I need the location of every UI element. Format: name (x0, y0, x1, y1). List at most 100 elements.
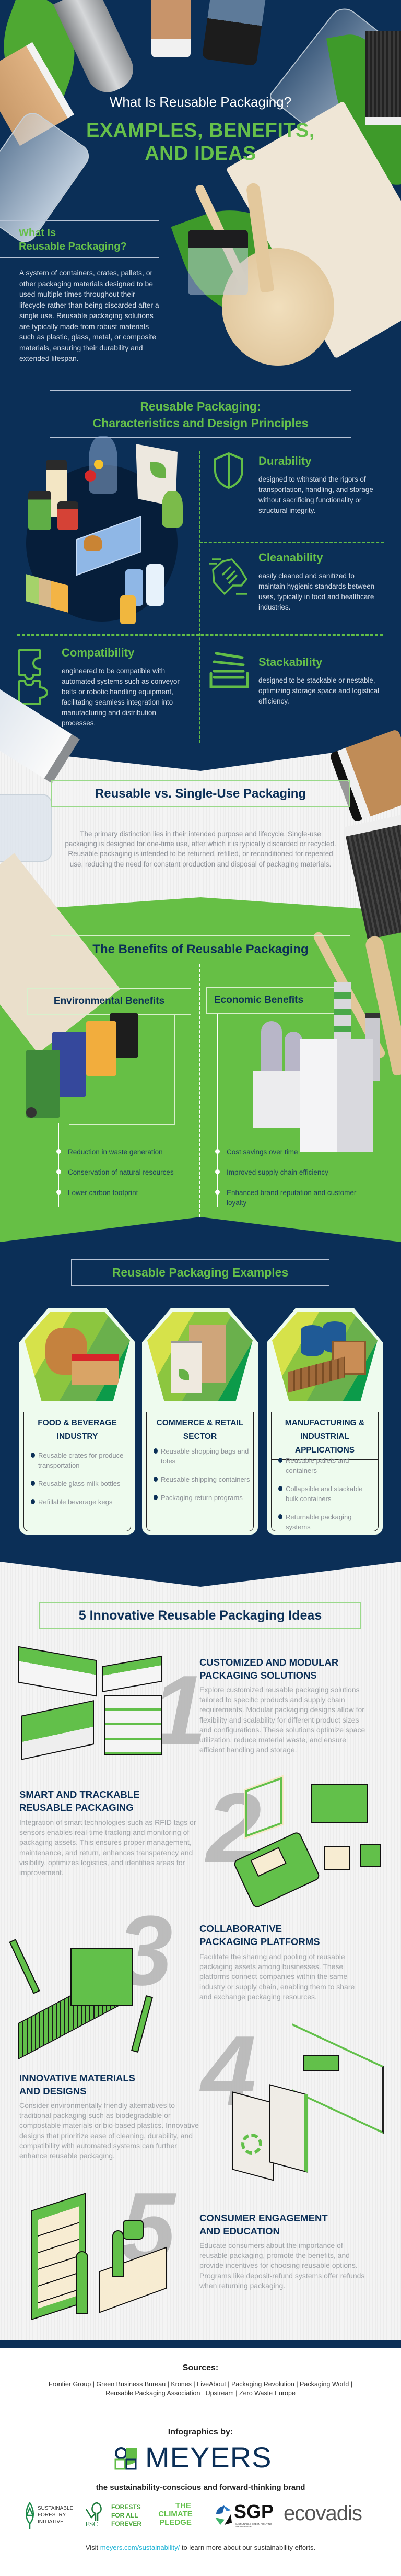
ecovadis-logo: ecovadis (284, 2502, 362, 2525)
shield-icon (214, 452, 243, 489)
comparison-body: The primary distinction lies in their in… (65, 830, 336, 868)
idea-title-line2: and Education (199, 2226, 280, 2237)
sources-line1: Frontier Group | Green Business Bureau |… (48, 2381, 353, 2388)
idea-title-line1: Customized and Modular (199, 1657, 339, 1668)
intro-heading-line1: What Is (19, 227, 56, 239)
sgp-text: SUSTAINABLE GREEN PRINTING PARTNERSHIP (235, 2523, 272, 2528)
ideas-title: 5 Innovative Reusable Packaging Ideas (78, 1608, 322, 1623)
rfid-scanner-illustration (219, 1775, 386, 1909)
characteristic-body-stackability: designed to be stackable or nestable, op… (258, 676, 380, 705)
intro-body: A system of containers, crates, pallets,… (19, 268, 159, 362)
economic-benefit-item: Enhanced brand reputation and customer l… (215, 1188, 374, 1208)
fsc-tree-icon (85, 2502, 102, 2521)
example-list: Reusable pallets and containers Collapsi… (278, 1456, 375, 1540)
example-item: Collapsible and stackable bulk container… (278, 1484, 375, 1504)
sfi-text: INITIATIVE (38, 2519, 64, 2525)
characteristic-title-durability: Durability (258, 454, 312, 467)
example-card-food-beverage: FOOD & BEVERAGE INDUSTRY Reusable crates… (19, 1308, 135, 1535)
idea-title: Customized and ModularPackaging Solution… (199, 1656, 338, 1682)
characteristic-body-cleanability: easily cleaned and sanitized to maintain… (258, 572, 375, 611)
characteristic-body-durability: designed to withstand the rigors of tran… (258, 475, 373, 514)
idea-body: Facilitate the sharing and pooling of re… (199, 1952, 355, 2001)
visit-line: Visit meyers.com/sustainability/ to lear… (0, 2544, 401, 2551)
benefits-divider (199, 964, 200, 1217)
example-card-commerce-retail: COMMERCE & RETAIL SECTOR Reusable shoppi… (142, 1308, 258, 1535)
example-item: Reusable glass milk bottles (31, 1479, 128, 1489)
hero-title-line2: AND IDEAS (145, 143, 256, 165)
environmental-bullet-line (58, 1123, 59, 1207)
characteristics-title-box: Reusable Packaging: Characteristics and … (50, 390, 351, 438)
small-jar-illustration (188, 230, 248, 295)
shopping-bags-illustration (147, 1312, 253, 1401)
environmental-benefits-box: Environmental Benefits (27, 988, 191, 1015)
characteristics-title-line1: Reusable Packaging: (140, 400, 261, 413)
idea-title-line2: Packaging Platforms (199, 1936, 320, 1947)
modular-crates-illustration (18, 1646, 164, 1760)
economic-benefit-item: Cost savings over time (215, 1147, 374, 1157)
sfi-text: SUSTAINABLE (38, 2505, 74, 2511)
black-cup-illustration (365, 31, 401, 125)
meyers-logo[interactable]: MEYERS (114, 2442, 286, 2473)
fsc-text: FOR ALL (111, 2512, 138, 2519)
idea-title: Consumer Engagement and Education (199, 2211, 328, 2238)
hand-wipe-icon (209, 558, 247, 595)
clip-jar-illustration (0, 794, 52, 862)
characteristics-title-line2: Characteristics and Design Principles (92, 416, 309, 430)
tagline: the sustainability-conscious and forward… (96, 2483, 305, 2492)
environmental-benefit-item: Reduction in waste generation (56, 1147, 189, 1157)
example-item: Reusable shipping containers (154, 1474, 251, 1484)
climate-text: THE (175, 2501, 191, 2510)
brand-name: MEYERS (145, 2441, 272, 2474)
benefits-title-box: The Benefits of Reusable Packaging (51, 935, 350, 964)
example-card-manufacturing: MANUFACTURING & INDUSTRIAL APPLICATIONS … (267, 1308, 383, 1535)
grid-divider-vertical (199, 451, 200, 743)
factory-illustration (225, 982, 386, 1175)
economic-benefits-title: Economic Benefits (214, 994, 304, 1005)
recycling-bins-illustration (21, 1008, 167, 1123)
idea-title-line1: Smart and Trackable (19, 1789, 140, 1800)
idea-title: Innovative Materials and Designs (19, 2071, 135, 2098)
tree-icon (26, 2502, 34, 2529)
sfi-text: FORESTRY (38, 2512, 66, 2518)
environmental-frame-line (69, 1015, 175, 1125)
environmental-benefits-list: Reduction in waste generation Conservati… (56, 1147, 189, 1208)
comparison-title: Reusable vs. Single-Use Packaging (95, 787, 306, 801)
economic-bullet-line (217, 1014, 218, 1207)
example-card-title: MANUFACTURING & INDUSTRIAL APPLICATIONS (271, 1414, 379, 1460)
sources-label: Sources: (182, 2363, 219, 2372)
idea-title-line1: Innovative Materials (19, 2072, 135, 2083)
idea-title-line2: Reusable Packaging (19, 1802, 134, 1813)
barrel-crate-illustration (25, 1312, 130, 1401)
coffee-cup-illustration (151, 0, 191, 57)
sgp-mark-text: SGP (234, 2501, 274, 2522)
visit-suffix: to learn more about our sustainability e… (180, 2544, 316, 2551)
idea-body: Consider environmentally friendly altern… (19, 2101, 199, 2160)
glass-jar-black-lid-illustration (202, 0, 266, 66)
example-item: Refillable beverage kegs (31, 1497, 128, 1507)
intro-heading-line2: Reusable Packaging? (19, 241, 127, 252)
sustainability-link[interactable]: meyers.com/sustainability/ (100, 2544, 180, 2551)
characteristic-body-compatibility: engineered to be compatible with automat… (62, 667, 180, 727)
idea-body: Integration of smart technologies such a… (19, 1818, 196, 1877)
pallets-drums-illustration (272, 1312, 378, 1401)
fsc-text: FORESTS (111, 2503, 141, 2511)
example-list: Reusable crates for produce transportati… (31, 1450, 128, 1515)
economic-benefit-item: Improved supply chain efficiency (215, 1167, 374, 1177)
idea-title-line1: Consumer Engagement (199, 2212, 328, 2223)
idea-title-line2: and Designs (19, 2086, 87, 2097)
sgp-recycle-icon (215, 2505, 232, 2525)
credit-label: Infographics by: (168, 2428, 233, 2437)
visit-prefix: Visit (85, 2544, 100, 2551)
sgp-logo: SGP SUSTAINABLE GREEN PRINTING PARTNERSH… (213, 2501, 275, 2529)
environmental-benefits-title: Environmental Benefits (53, 996, 165, 1006)
characteristic-title-compatibility: Compatibility (62, 646, 135, 659)
idea-title: CollaborativePackaging Platforms (199, 1922, 320, 1948)
examples-title: Reusable Packaging Examples (112, 1266, 289, 1279)
example-item: Packaging return programs (154, 1493, 251, 1503)
example-item: Reusable crates for produce transportati… (31, 1450, 128, 1470)
recycled-bags-shelf-illustration (230, 2023, 386, 2183)
example-list: Reusable shopping bags and totes Reusabl… (154, 1446, 251, 1511)
fsc-text: FOREVER (111, 2520, 142, 2527)
